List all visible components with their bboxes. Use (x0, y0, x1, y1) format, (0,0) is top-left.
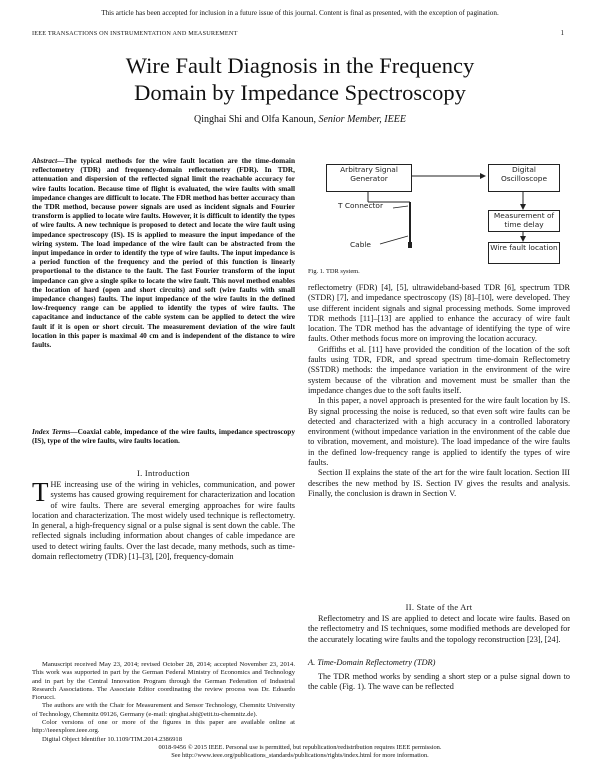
t-connector-label: T Connector (338, 201, 383, 210)
page-number: 1 (560, 29, 565, 37)
tdr-paragraph: The TDR method works by sending a short … (308, 672, 570, 693)
paper-title: Wire Fault Diagnosis in the Frequency Do… (40, 52, 560, 106)
time-delay-box: Measurement of time delay (488, 210, 560, 232)
author-names: Qinghai Shi and Olfa Kanoun, (194, 114, 316, 125)
subsection-heading-tdr: A. Time-Domain Reflectometry (TDR) (308, 658, 436, 667)
copyright-line: 0018-9456 © 2015 IEEE. Personal use is p… (158, 744, 442, 751)
copyright-footer: 0018-9456 © 2015 IEEE. Personal use is p… (0, 744, 600, 760)
title-line-1: Wire Fault Diagnosis in the Frequency (125, 53, 475, 78)
arbitrary-signal-generator-box: Arbitrary Signal Generator (326, 164, 412, 192)
paragraph-outline: Section II explains the state of the art… (308, 468, 570, 498)
author-role: Senior Member, IEEE (318, 114, 406, 125)
figure-tdr-system: Arbitrary Signal Generator Digital Oscil… (308, 156, 570, 264)
digital-oscilloscope-box: Digital Oscilloscope (488, 164, 560, 192)
rights-link-line: See http://www.ieee.org/publications_sta… (171, 752, 429, 759)
tdr-text: The TDR method works by sending a short … (308, 672, 570, 692)
wire-fault-location-box: Wire fault location (488, 242, 560, 264)
footnote-doi: Digital Object Identifier 10.1109/TIM.20… (42, 735, 183, 743)
paragraph-continued: reflectometry (FDR) [4], [5], ultrawideb… (308, 283, 570, 344)
paragraph-novel-approach: In this paper, a novel approach is prese… (308, 396, 570, 468)
abstract-text: The typical methods for the wire fault l… (32, 156, 295, 350)
introduction-text: HE increasing use of the wiring in vehic… (32, 480, 295, 562)
footnote-manuscript: Manuscript received May 23, 2014; revise… (32, 661, 295, 702)
state-of-the-art-paragraph: Reflectometry and IS are applied to dete… (308, 614, 570, 645)
index-terms-label: Index Terms— (32, 427, 78, 436)
footnote-authors: The authors are with the Chair for Measu… (32, 702, 295, 718)
authors: Qinghai Shi and Olfa Kanoun, Senior Memb… (40, 114, 560, 125)
right-column-body: reflectometry (FDR) [4], [5], ultrawideb… (308, 283, 570, 499)
drop-cap: T (32, 477, 49, 507)
title-line-2: Domain by Impedance Spectroscopy (134, 80, 466, 105)
paragraph-griffiths: Griffiths et al. [11] have provided the … (308, 344, 570, 395)
abstract: Abstract—The typical methods for the wir… (32, 156, 295, 349)
running-head: IEEE TRANSACTIONS ON INSTRUMENTATION AND… (32, 30, 238, 37)
acceptance-notice: This article has been accepted for inclu… (101, 9, 499, 17)
section-heading-state-of-the-art: II. State of the Art (405, 603, 473, 612)
cable-label: Cable (350, 240, 371, 249)
figure-connectors (367, 173, 526, 248)
footnote-color: Color versions of one or more of the fig… (32, 719, 295, 735)
state-of-the-art-text: Reflectometry and IS are applied to dete… (308, 614, 570, 644)
figure-caption: Fig. 1. TDR system. (308, 268, 360, 275)
abstract-label: Abstract— (32, 156, 65, 165)
footnotes: Manuscript received May 23, 2014; revise… (32, 661, 295, 744)
index-terms-text: Coaxial cable, impedance of the wire fau… (32, 427, 296, 446)
index-terms: Index Terms—Coaxial cable, impedance of … (32, 427, 295, 445)
section-heading-introduction: I. Introduction (137, 469, 190, 478)
